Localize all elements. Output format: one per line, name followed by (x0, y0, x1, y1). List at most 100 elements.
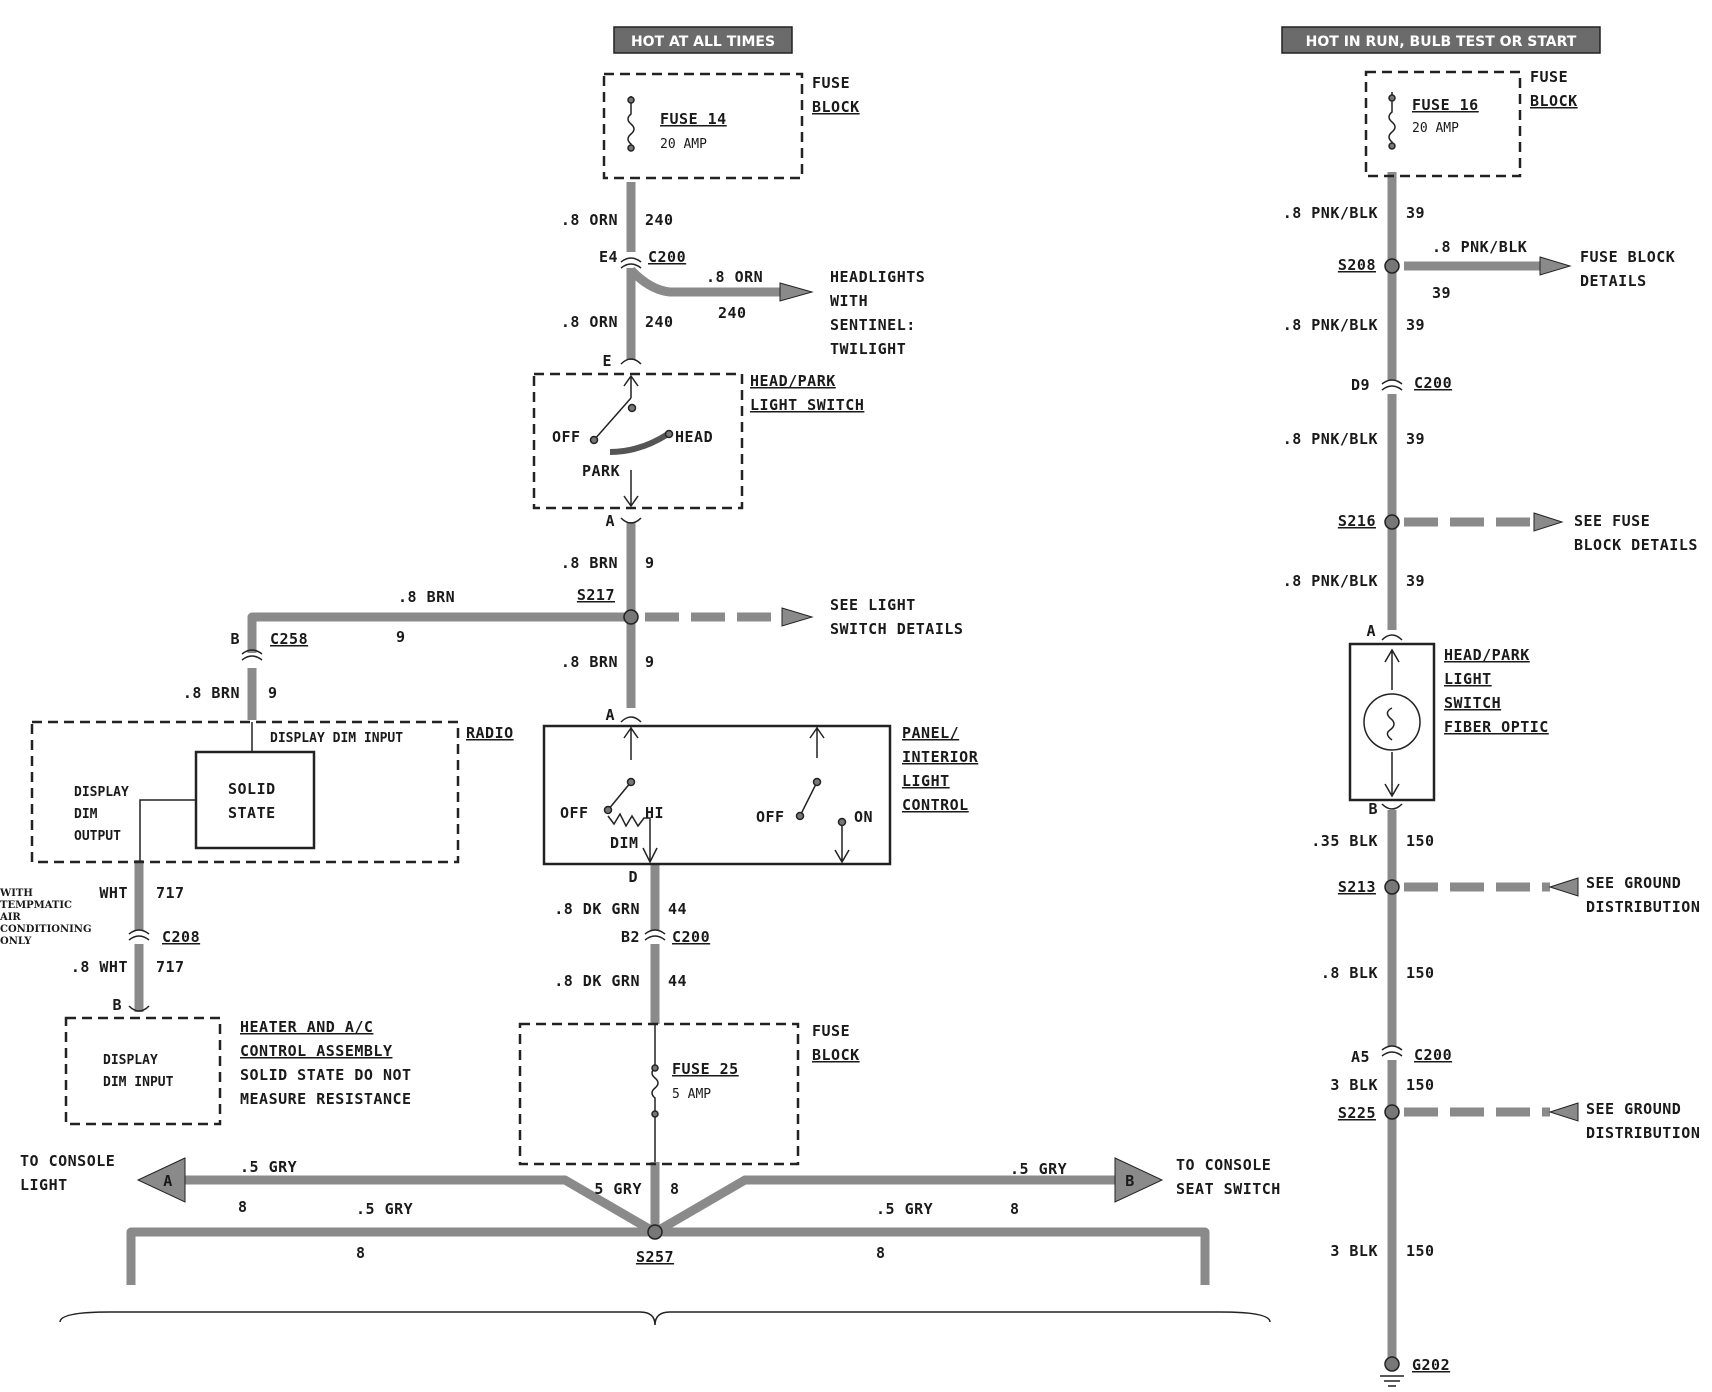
display-dim-output-line (139, 799, 196, 862)
fuse-25-label-fuse: FUSE (812, 1022, 850, 1040)
headlights-line-1: HEADLIGHTS (830, 268, 925, 286)
fuse-14-box (602, 72, 804, 180)
wire-8-color-a: .5 GRY (240, 1158, 297, 1176)
wire-39-branch-num: 39 (1432, 284, 1451, 302)
wire-717-num-2: 717 (156, 958, 185, 976)
see-light-switch-1: SEE LIGHT (830, 596, 916, 614)
wire-150-color-1: .35 BLK (1311, 832, 1378, 850)
wire-717-color-1: WHT (99, 884, 128, 902)
panel-rheostat (607, 812, 651, 862)
fiber-optic-label-2: LIGHT (1444, 670, 1492, 688)
wire-44-num-2: 44 (668, 972, 687, 990)
connector-s257: S257 (636, 1248, 674, 1266)
connector-a1: A (605, 512, 615, 530)
to-console-light-1: TO CONSOLE (20, 1152, 115, 1170)
panel-off-2: OFF (756, 808, 785, 826)
display-dim-input: DISPLAY DIM INPUT (270, 731, 403, 746)
heater-display-1: DISPLAY (103, 1053, 158, 1068)
connector-c200-a-symbol (620, 257, 642, 269)
ground-dist-1-a: SEE GROUND (1586, 874, 1681, 892)
header-hot-at-all-times: HOT AT ALL TIMES (631, 34, 775, 50)
fuse-16-box (1364, 70, 1522, 178)
panel-switch1-blade (607, 781, 632, 811)
wire-9-horizontal-num: 9 (396, 628, 406, 646)
heater-label-1: HEATER AND A/C (240, 1018, 373, 1036)
to-console-seat-1: TO CONSOLE (1176, 1156, 1271, 1174)
panel-control-label-3: LIGHT (902, 772, 950, 790)
wire-150-num-3: 150 (1406, 1076, 1435, 1094)
wire-9-num-2: 9 (645, 653, 655, 671)
wire-240-branch-color: .8 ORN (706, 268, 763, 286)
arrow-a-label: A (163, 1172, 173, 1190)
connector-c200-b-symbol (644, 929, 666, 941)
fuse-16-label-fuse: FUSE (1530, 68, 1568, 86)
see-fuse-block-2: BLOCK DETAILS (1574, 536, 1698, 554)
wire-717-num-1: 717 (156, 884, 185, 902)
fuse-25-name: FUSE 25 (672, 1060, 739, 1078)
fiber-optic-lamp (1363, 693, 1421, 751)
fiber-optic-label-3: SWITCH (1444, 694, 1501, 712)
panel-switch2-on (837, 817, 847, 827)
wire-717-color-2: .8 WHT (71, 958, 128, 976)
fuse-25-terminal-top (651, 1064, 659, 1072)
ground-dist-1-b: DISTRIBUTION (1586, 898, 1700, 916)
panel-control-label-1: PANEL/ (902, 724, 959, 742)
radio-label: RADIO (466, 724, 514, 742)
fiber-optic-arrow-down (1384, 752, 1400, 798)
panel-control-label-2: INTERIOR (902, 748, 979, 766)
panel-off-1: OFF (560, 804, 589, 822)
connector-c200-c: C200 (1414, 374, 1452, 392)
fuse-14-rating: 20 AMP (660, 137, 707, 152)
solid-state-line-1: SOLID (228, 780, 276, 798)
wire-150-color-4: 3 BLK (1330, 1242, 1378, 1260)
wire-39-num-4: 39 (1406, 430, 1425, 448)
fuse-14-name: FUSE 14 (660, 110, 727, 128)
wire-39-color-4: .8 PNK/BLK (1283, 430, 1378, 448)
headlights-line-3: SENTINEL: (830, 316, 916, 334)
header-hot-in-run: HOT IN RUN, BULB TEST OR START (1306, 34, 1577, 50)
connector-b2: B2 (621, 928, 640, 946)
panel-control-label-4: CONTROL (902, 796, 969, 814)
splice-s217 (623, 609, 639, 625)
wire-8-num-center: 8 (670, 1180, 680, 1198)
wire-8-color-b: .5 GRY (1010, 1160, 1067, 1178)
switch-off-label: OFF (552, 428, 581, 446)
ground-symbol (1380, 1375, 1404, 1387)
switch-park-label: PARK (582, 462, 620, 480)
connector-s216: S216 (1338, 512, 1376, 530)
head-park-switch-box (532, 372, 744, 510)
panel-control-box (542, 724, 892, 866)
ground-g202-dot (1384, 1356, 1400, 1372)
fuse-25-box (518, 1022, 800, 1166)
wire-8-color-right: .5 GRY (876, 1200, 933, 1218)
splice-s225 (1384, 1104, 1400, 1120)
connector-b-heater-symbol (128, 1005, 150, 1012)
fiber-optic-filament (1386, 707, 1395, 741)
switch-contact-arrow-bottom (623, 470, 639, 508)
splice-s216 (1384, 514, 1400, 530)
wire-44-color-2: .8 DK GRN (554, 972, 640, 990)
fuse-14-label-block: BLOCK (812, 98, 860, 116)
splice-s208 (1384, 258, 1400, 274)
fuse-16-terminal-bottom (1388, 142, 1396, 150)
panel-switch1-dot (626, 777, 636, 787)
panel-hi: HI (645, 804, 664, 822)
fuse-16-symbol (1388, 92, 1396, 148)
fuse-25-symbol (651, 1024, 659, 1162)
panel-on: ON (854, 808, 873, 826)
wire-39-num-1: 39 (1406, 204, 1425, 222)
arrow-ground-1 (1548, 877, 1579, 897)
tempmatic-4: CONDITIONING (0, 924, 92, 935)
arrow-see-light-switch (781, 607, 814, 627)
switch-blade (593, 397, 632, 441)
wire-240-branch (627, 266, 780, 297)
head-park-switch-label-1: HEAD/PARK (750, 372, 836, 390)
see-light-switch-2: SWITCH DETAILS (830, 620, 963, 638)
fuse-14-terminal-bottom (627, 144, 635, 152)
switch-contact-off (627, 403, 637, 413)
connector-c258: C258 (270, 630, 308, 648)
connector-d9: D9 (1351, 376, 1370, 394)
tempmatic-3: AIR (0, 912, 21, 923)
switch-head-contact (609, 431, 670, 455)
fiber-optic-arrow-up (1384, 648, 1400, 690)
